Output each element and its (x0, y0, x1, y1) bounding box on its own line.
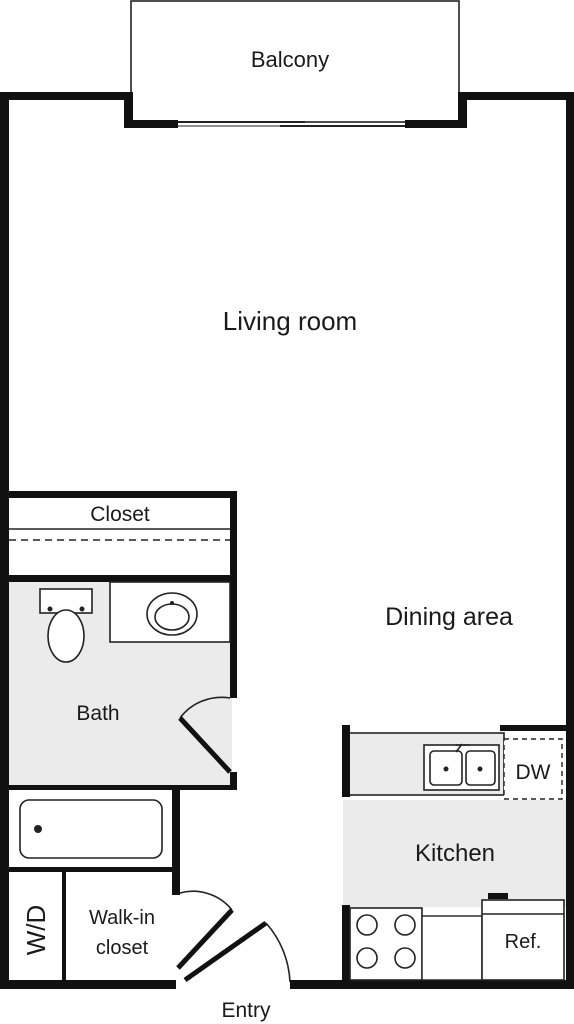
stove-icon (349, 907, 423, 981)
bathtub-icon (19, 799, 163, 859)
walk-in-closet-label-line2: closet (96, 937, 149, 959)
entry-label: Entry (221, 999, 271, 1022)
interior-walls (9, 491, 570, 985)
dw-label: DW (516, 761, 551, 784)
walk-in-closet-door-icon (176, 890, 234, 970)
living-room-label: Living room (223, 306, 357, 336)
bath-label: Bath (76, 702, 119, 725)
exterior-walls (0, 92, 574, 989)
sink-icon (109, 581, 231, 643)
refrigerator-icon (481, 899, 565, 981)
toilet-icon (39, 588, 93, 663)
bath-door-icon (178, 696, 232, 774)
dishwasher-outline (503, 738, 563, 800)
kitchen-sink-icon (423, 743, 500, 791)
closet-label: Closet (90, 503, 150, 526)
sliding-door (178, 121, 405, 127)
walk-in-closet-label-line1: Walk-in (89, 907, 155, 929)
lower-counter (421, 915, 483, 981)
ref-label: Ref. (505, 931, 542, 953)
dining-area-label: Dining area (385, 603, 513, 631)
wd-label: W/D (21, 905, 51, 956)
kitchen-floor (343, 800, 566, 907)
balcony-label: Balcony (251, 47, 329, 72)
entry-door-icon (183, 920, 291, 983)
kitchen-label: Kitchen (415, 840, 495, 867)
